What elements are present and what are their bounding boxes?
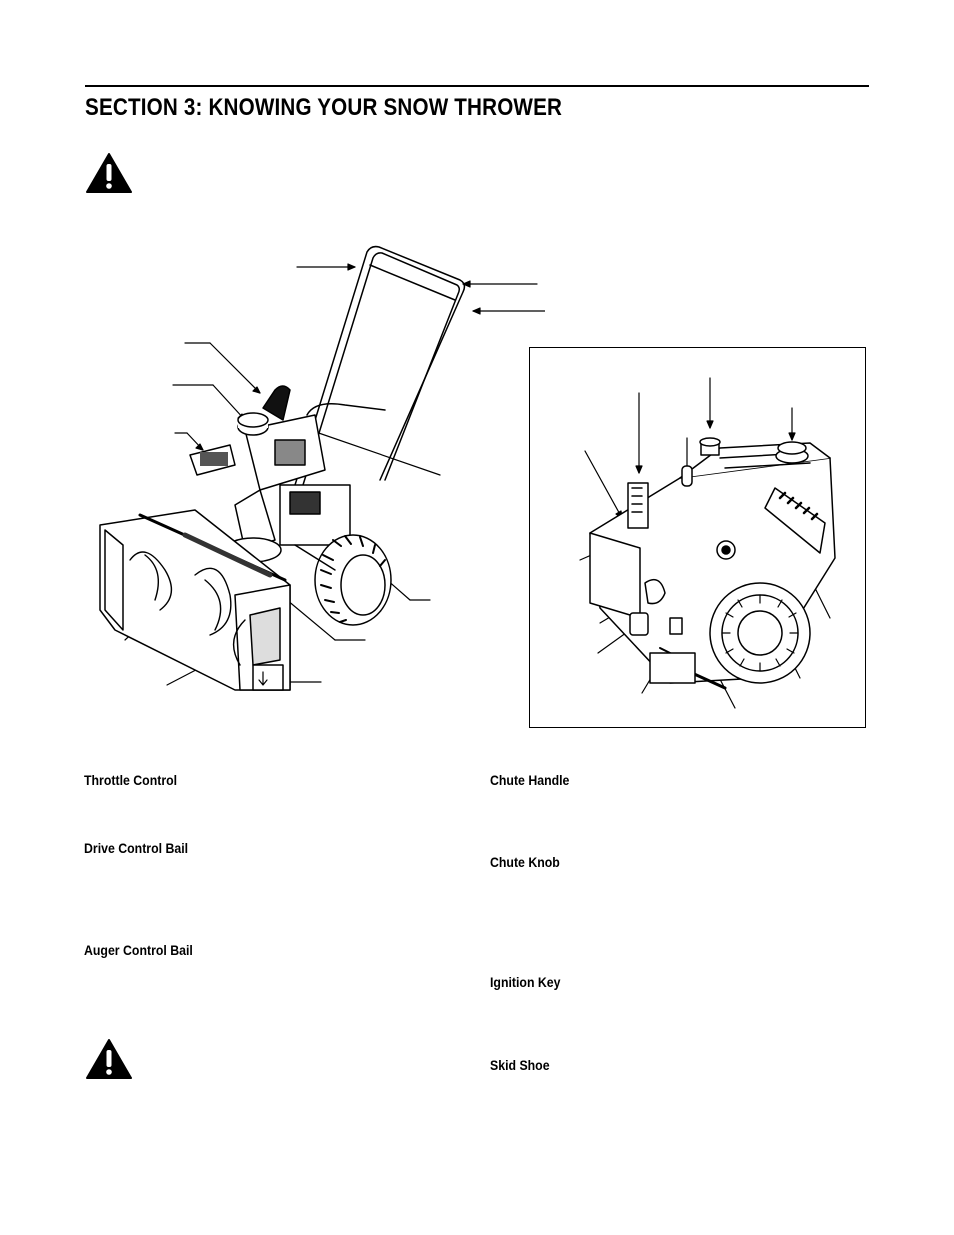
snow-thrower-illustration: [85, 240, 556, 710]
term-chute-handle: Chute Handle: [490, 772, 570, 788]
term-auger-control-bail: Auger Control Bail: [84, 942, 193, 958]
term-drive-control-bail: Drive Control Bail: [84, 840, 189, 856]
warning-triangle-icon: [85, 152, 133, 194]
term-ignition-key: Ignition Key: [490, 974, 561, 990]
section-top-rule: [85, 85, 869, 87]
term-skid-shoe: Skid Shoe: [490, 1057, 550, 1073]
section-title: SECTION 3: KNOWING YOUR SNOW THROWER: [85, 94, 563, 121]
warning-triangle-icon: [85, 1038, 133, 1080]
engine-controls-inset: [529, 347, 866, 728]
term-chute-knob: Chute Knob: [490, 854, 560, 870]
term-throttle-control: Throttle Control: [84, 772, 178, 788]
